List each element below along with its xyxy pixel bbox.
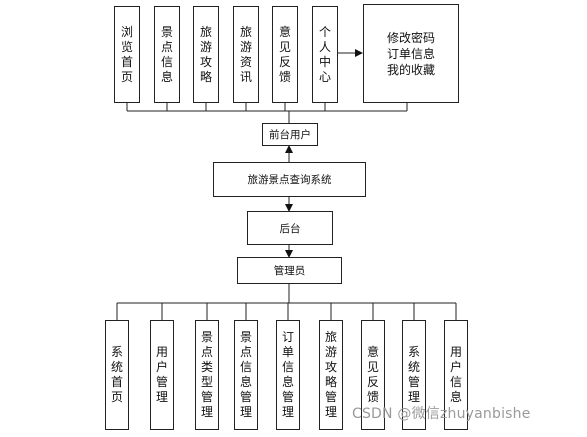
char: 景 [239, 330, 252, 344]
system-label: 旅游景点查询系统 [247, 174, 332, 186]
admin-node: 管理员 [237, 257, 342, 284]
char: 户 [155, 360, 168, 374]
system-node: 旅游景点查询系统 [213, 162, 366, 197]
char: 旅 [199, 24, 212, 39]
item-order-info: 订单信息 [386, 46, 435, 61]
module-travel-guide: 旅游攻略 [193, 6, 219, 103]
char: 游 [199, 39, 212, 54]
char: 人 [318, 39, 331, 54]
front-user-node: 前台用户 [262, 123, 318, 146]
personal-center-items: 修改密码 订单信息 我的收藏 [363, 4, 459, 103]
char: 管 [407, 375, 420, 389]
char: 游 [239, 39, 252, 54]
char: 理 [324, 405, 337, 419]
char: 订 [281, 330, 294, 344]
char: 攻 [324, 360, 337, 374]
char: 见 [366, 360, 379, 374]
char: 中 [318, 54, 331, 69]
char: 浏 [120, 24, 133, 39]
module-scenic-info-management: 景点信息管理 [234, 320, 258, 430]
char: 馈 [278, 69, 291, 84]
char: 攻 [199, 54, 212, 69]
char: 息 [239, 375, 252, 389]
char: 点 [200, 345, 213, 359]
char: 信 [281, 360, 294, 374]
char: 反 [278, 54, 291, 69]
module-personal-center: 个人中心 [312, 6, 338, 103]
char: 管 [200, 390, 213, 404]
module-scenic-type-management: 景点类型管理 [195, 320, 219, 430]
char: 类 [200, 360, 213, 374]
char: 见 [278, 39, 291, 54]
char: 馈 [366, 390, 379, 404]
module-order-info-management: 订单信息管理 [276, 320, 300, 430]
char: 资 [239, 54, 252, 69]
char: 游 [324, 345, 337, 359]
char: 统 [110, 360, 123, 374]
char: 讯 [239, 69, 252, 84]
char: 理 [407, 390, 420, 404]
module-system-home: 系统首页 [105, 320, 129, 430]
module-browse-home: 浏览首页 [114, 6, 140, 103]
char: 管 [324, 390, 337, 404]
char: 息 [449, 390, 462, 404]
char: 理 [200, 405, 213, 419]
char: 管 [239, 390, 252, 404]
char: 户 [449, 360, 462, 374]
char: 页 [110, 390, 123, 404]
char: 意 [366, 345, 379, 359]
char: 用 [449, 345, 462, 359]
char: 信 [449, 375, 462, 389]
char: 旅 [324, 330, 337, 344]
item-change-password: 修改密码 [386, 30, 435, 45]
char: 景 [160, 24, 173, 39]
char: 理 [239, 405, 252, 419]
module-feedback: 意见反馈 [272, 6, 298, 103]
module-system-management: 系统管理 [402, 320, 426, 430]
char: 管 [281, 390, 294, 404]
char: 系 [407, 345, 420, 359]
admin-label: 管理员 [273, 265, 306, 277]
char: 点 [239, 345, 252, 359]
char: 意 [278, 24, 291, 39]
module-user-info: 用户信息 [444, 320, 468, 430]
char: 理 [155, 390, 168, 404]
char: 型 [200, 375, 213, 389]
backend-label: 后台 [279, 222, 301, 235]
module-feedback-management: 意见反馈 [361, 320, 385, 430]
char: 息 [281, 375, 294, 389]
char: 息 [160, 69, 173, 84]
module-travel-news: 旅游资讯 [233, 6, 259, 103]
char: 景 [200, 330, 213, 344]
char: 管 [155, 375, 168, 389]
char: 页 [120, 69, 133, 84]
item-my-favorites: 我的收藏 [386, 62, 435, 77]
char: 单 [281, 345, 294, 359]
module-scenic-info: 景点信息 [154, 6, 180, 103]
char: 心 [318, 69, 331, 84]
char: 统 [407, 360, 420, 374]
module-user-management: 用户管理 [150, 320, 174, 430]
char: 首 [110, 375, 123, 389]
char: 个 [318, 24, 331, 39]
char: 点 [160, 39, 173, 54]
char: 理 [281, 405, 294, 419]
char: 首 [120, 54, 133, 69]
backend-node: 后台 [247, 211, 333, 245]
char: 系 [110, 345, 123, 359]
char: 信 [160, 54, 173, 69]
char: 反 [366, 375, 379, 389]
csdn-watermark: CSDN @微信zhuyanbishe [352, 406, 531, 422]
front-user-label: 前台用户 [269, 129, 311, 141]
char: 信 [239, 360, 252, 374]
char: 略 [324, 375, 337, 389]
char: 用 [155, 345, 168, 359]
module-travel-guide-management: 旅游攻略管理 [319, 320, 343, 430]
char: 略 [199, 69, 212, 84]
char: 览 [120, 39, 133, 54]
char: 旅 [239, 24, 252, 39]
